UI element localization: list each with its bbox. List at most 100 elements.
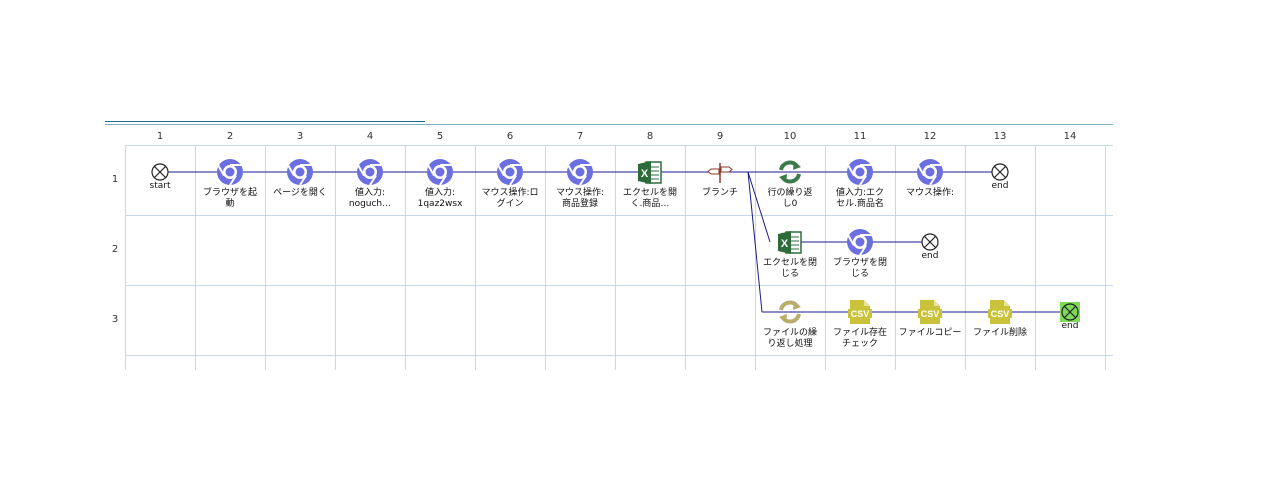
csv-file-icon: CSV <box>985 297 1015 327</box>
grid-line-vertical <box>265 145 266 370</box>
grid-line-horizontal <box>125 145 1113 146</box>
column-header-9: 9 <box>716 131 724 142</box>
column-header-13: 13 <box>993 131 1007 142</box>
grid-line-vertical <box>1035 145 1036 370</box>
svg-text:CSV: CSV <box>991 309 1010 319</box>
branch-signpost-icon <box>705 157 735 187</box>
workflow-node-chrome[interactable]: ブラウザを閉 じる <box>825 227 895 280</box>
chrome-browser-icon <box>845 227 875 257</box>
workflow-node-loop[interactable]: 行の繰り返 し0 <box>755 157 825 210</box>
workflow-node-excel[interactable]: X エクセルを閉 じる <box>755 227 825 280</box>
grid-line-horizontal <box>125 215 1113 216</box>
grid-line-vertical <box>125 145 126 370</box>
column-header-14: 14 <box>1063 131 1077 142</box>
grid-line-vertical <box>545 145 546 370</box>
grid-line-horizontal <box>125 355 1113 356</box>
grid-line-vertical <box>1105 145 1106 370</box>
node-label: エクセルを閉 じる <box>762 258 817 279</box>
node-label: ブラウザを閉 じる <box>832 258 887 279</box>
end-circle-x-icon <box>1055 297 1085 327</box>
chrome-browser-icon <box>915 157 945 187</box>
excel-icon: X <box>775 227 805 257</box>
row-header-2: 2 <box>111 244 119 255</box>
row-header-3: 3 <box>111 314 119 325</box>
grid-line-vertical <box>475 145 476 370</box>
grid-line-horizontal <box>125 285 1113 286</box>
chrome-browser-icon <box>495 157 525 187</box>
column-header-11: 11 <box>853 131 867 142</box>
grid-line-vertical <box>825 145 826 370</box>
grid-line-vertical <box>615 145 616 370</box>
node-label: ファイルの繰 り返し処理 <box>762 328 817 349</box>
grid-line-vertical <box>195 145 196 370</box>
node-label: マウス操作: <box>905 188 955 198</box>
loop-arrows-icon <box>775 297 805 327</box>
column-header-10: 10 <box>783 131 797 142</box>
node-label: ページを開く <box>273 188 327 198</box>
node-label: マウス操作:ロ グイン <box>481 188 539 209</box>
csv-file-icon: CSV <box>915 297 945 327</box>
workflow-node-chrome[interactable]: 値入力: 1qaz2wsx <box>405 157 475 210</box>
start-circle-x-icon <box>145 157 175 187</box>
column-header-7: 7 <box>576 131 584 142</box>
node-label: start <box>149 181 171 191</box>
workflow-node-end-active[interactable]: end <box>1035 297 1105 332</box>
workflow-node-loop-muted[interactable]: ファイルの繰 り返し処理 <box>755 297 825 350</box>
branch-connector-to-row-3 <box>747 171 763 313</box>
column-header-8: 8 <box>646 131 654 142</box>
node-label: ブラウザを起 動 <box>202 188 257 209</box>
node-label: ファイル削除 <box>972 328 1027 338</box>
node-label: エクセルを開 く.商品… <box>622 188 677 209</box>
grid-line-vertical <box>895 145 896 370</box>
workflow-node-chrome[interactable]: ブラウザを起 動 <box>195 157 265 210</box>
column-header-1: 1 <box>156 131 164 142</box>
chrome-browser-icon <box>215 157 245 187</box>
node-label: マウス操作: 商品登録 <box>555 188 605 209</box>
workflow-node-chrome[interactable]: マウス操作:ロ グイン <box>475 157 545 210</box>
svg-text:CSV: CSV <box>851 309 870 319</box>
workflow-node-end[interactable]: end <box>895 227 965 262</box>
workflow-node-branch[interactable]: ブランチ <box>685 157 755 199</box>
node-label: ブランチ <box>701 188 738 198</box>
workflow-node-chrome[interactable]: 値入力: noguch… <box>335 157 405 210</box>
workflow-node-chrome[interactable]: 値入力:エク セル.商品名 <box>825 157 895 210</box>
workflow-node-end[interactable]: end <box>965 157 1035 192</box>
end-circle-x-icon <box>985 157 1015 187</box>
end-circle-x-icon <box>915 227 945 257</box>
csv-file-icon: CSV <box>845 297 875 327</box>
grid-line-vertical <box>335 145 336 370</box>
column-header-5: 5 <box>436 131 444 142</box>
workflow-node-chrome[interactable]: ページを開く <box>265 157 335 199</box>
loop-arrows-icon <box>775 157 805 187</box>
grid-line-vertical <box>755 145 756 370</box>
node-label: end <box>1061 321 1079 331</box>
grid-line-vertical <box>685 145 686 370</box>
grid-line-vertical <box>965 145 966 370</box>
column-header-6: 6 <box>506 131 514 142</box>
node-label: 値入力: noguch… <box>348 188 392 209</box>
column-header-4: 4 <box>366 131 374 142</box>
top-divider-line-light <box>105 124 1113 125</box>
chrome-browser-icon <box>425 157 455 187</box>
workflow-node-start[interactable]: start <box>125 157 195 192</box>
workflow-node-csv[interactable]: CSV ファイル削除 <box>965 297 1035 339</box>
chrome-browser-icon <box>355 157 385 187</box>
workflow-node-chrome[interactable]: マウス操作: 商品登録 <box>545 157 615 210</box>
top-divider-line-dark <box>105 121 425 122</box>
workflow-node-csv[interactable]: CSV ファイルコピー <box>895 297 965 339</box>
chrome-browser-icon <box>285 157 315 187</box>
node-label: end <box>921 251 939 261</box>
excel-icon: X <box>635 157 665 187</box>
svg-text:X: X <box>781 238 789 250</box>
svg-text:CSV: CSV <box>921 309 940 319</box>
row-header-1: 1 <box>111 174 119 185</box>
column-header-12: 12 <box>923 131 937 142</box>
chrome-browser-icon <box>845 157 875 187</box>
node-label: ファイルコピー <box>898 328 962 338</box>
column-header-3: 3 <box>296 131 304 142</box>
workflow-node-chrome[interactable]: マウス操作: <box>895 157 965 199</box>
branch-connector-to-row-2 <box>747 171 771 243</box>
